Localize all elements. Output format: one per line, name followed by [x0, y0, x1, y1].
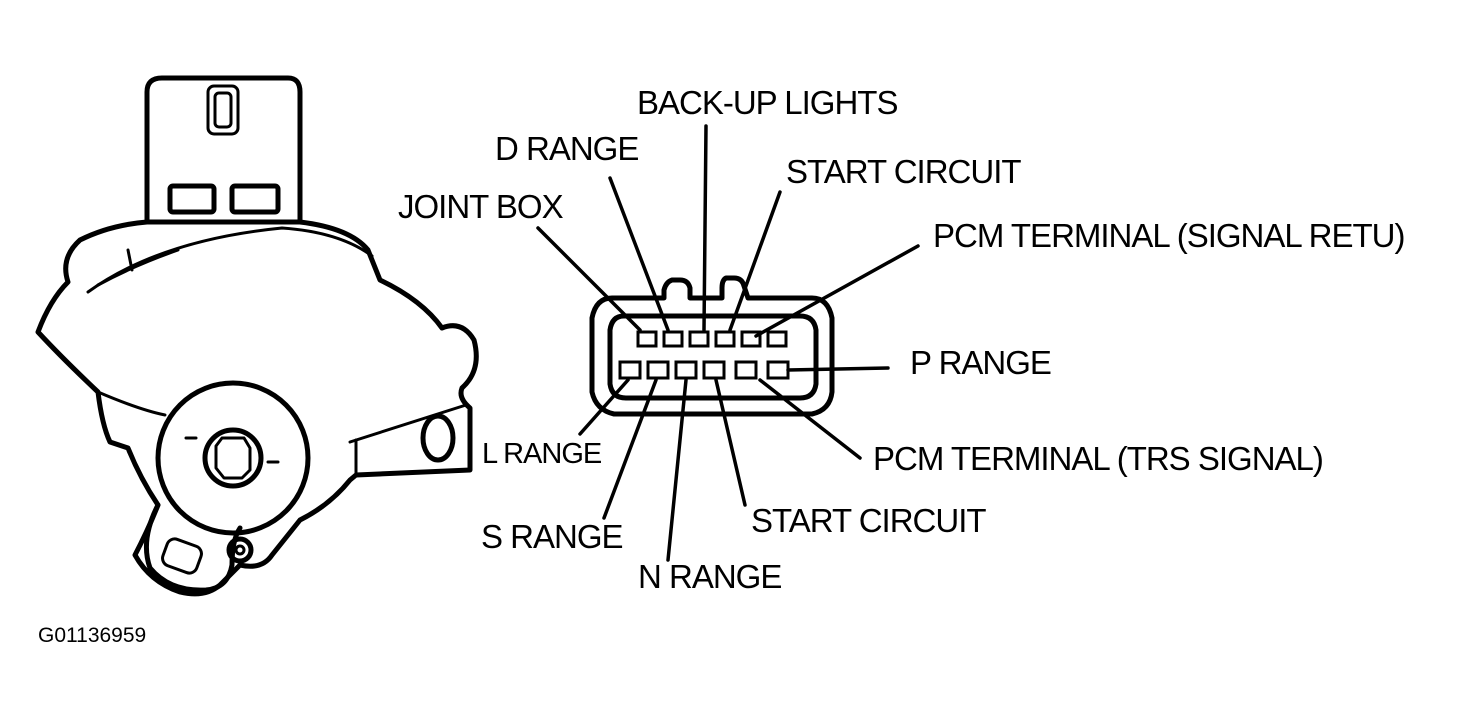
- pin-start-circuit-top: [714, 330, 736, 348]
- labels: BACK-UP LIGHTS D RANGE START CIRCUIT JOI…: [398, 84, 1406, 595]
- label-start-circuit-bottom: START CIRCUIT: [751, 502, 986, 539]
- label-joint-box: JOINT BOX: [398, 188, 564, 225]
- label-pcm-signal-return: PCM TERMINAL (SIGNAL RETU): [933, 217, 1405, 254]
- pin-p-range: [766, 360, 790, 380]
- label-d-range: D RANGE: [495, 130, 638, 167]
- label-back-up-lights: BACK-UP LIGHTS: [637, 84, 897, 121]
- bottom-pin-row: [618, 360, 790, 380]
- pin-pcm-trs-signal: [734, 360, 758, 380]
- leader-lines: [536, 124, 920, 562]
- label-n-range: N RANGE: [638, 558, 781, 595]
- label-s-range: S RANGE: [481, 518, 623, 555]
- figure-id: G01136959: [38, 624, 146, 647]
- top-pin-row: [636, 330, 788, 348]
- pin-top-6: [766, 330, 788, 348]
- label-p-range: P RANGE: [910, 344, 1051, 381]
- label-l-range: L RANGE: [482, 438, 602, 470]
- pin-back-up-lights: [688, 330, 710, 348]
- transmission-range-switch: [35, 75, 479, 597]
- label-pcm-trs-signal: PCM TERMINAL (TRS SIGNAL): [873, 440, 1323, 477]
- label-start-circuit-top: START CIRCUIT: [786, 153, 1021, 190]
- pin-start-circuit-bottom: [702, 360, 726, 380]
- connector-face: [589, 275, 835, 417]
- pin-d-range: [662, 330, 684, 348]
- pin-n-range: [674, 360, 698, 380]
- pin-joint-box: [636, 330, 658, 348]
- pin-s-range: [646, 360, 670, 380]
- pin-l-range: [618, 360, 642, 380]
